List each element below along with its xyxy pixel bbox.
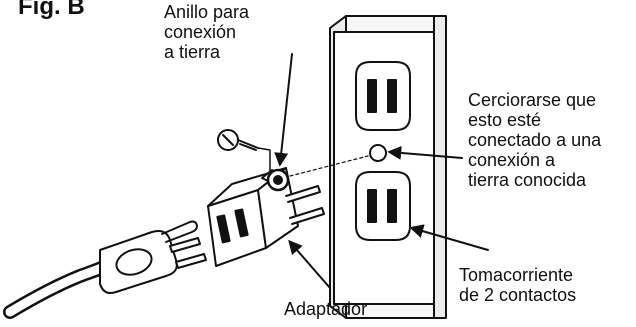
screw-icon xyxy=(217,129,271,173)
receptacle-top xyxy=(355,61,411,131)
plug-body xyxy=(99,230,178,294)
plug-ground-pin xyxy=(161,220,198,243)
ring-hole xyxy=(273,175,283,185)
receptacle-top-slot-right xyxy=(387,79,397,113)
adapter-icon xyxy=(207,167,325,267)
power-plug-icon xyxy=(99,220,207,294)
receptacle-bottom-slot-left xyxy=(367,189,377,223)
outlet-center-screw xyxy=(369,144,387,162)
wall-outlet-icon xyxy=(329,15,447,319)
screw-guide-line xyxy=(257,147,271,173)
outlet-arrow xyxy=(409,224,489,251)
plug-blade-top xyxy=(169,237,201,253)
verify-ground-callout: Cerciorarse que esto esté conectado a un… xyxy=(468,90,602,190)
adapter-arrow xyxy=(288,239,331,289)
adapter-slot-left xyxy=(216,214,231,244)
receptacle-bottom xyxy=(355,171,411,241)
cord-inner xyxy=(5,257,117,317)
plug-face xyxy=(115,248,153,276)
ground-ring-callout: Anillo para conexión a tierra xyxy=(164,2,250,62)
grounding-ring-icon xyxy=(266,168,290,192)
receptacle-bottom-slot-right xyxy=(387,189,397,223)
figure-label: Fig. B xyxy=(18,0,85,20)
plug-blade-bottom xyxy=(175,253,207,269)
screw-shank xyxy=(237,139,259,151)
verify-arrow xyxy=(387,145,463,160)
adapter-callout: Adaptador xyxy=(284,299,368,319)
alignment-line xyxy=(289,155,369,177)
outlet-callout: Tomacorriente de 2 contactos xyxy=(459,265,577,305)
ground-ring-arrow xyxy=(274,53,293,167)
adapter-blade-bottom xyxy=(289,207,325,225)
cord-icon xyxy=(3,255,119,319)
receptacle-top-slot-left xyxy=(367,79,377,113)
adapter-slot-right xyxy=(234,208,249,238)
adapter-blade-top xyxy=(285,185,321,203)
screw-slot xyxy=(222,134,234,146)
